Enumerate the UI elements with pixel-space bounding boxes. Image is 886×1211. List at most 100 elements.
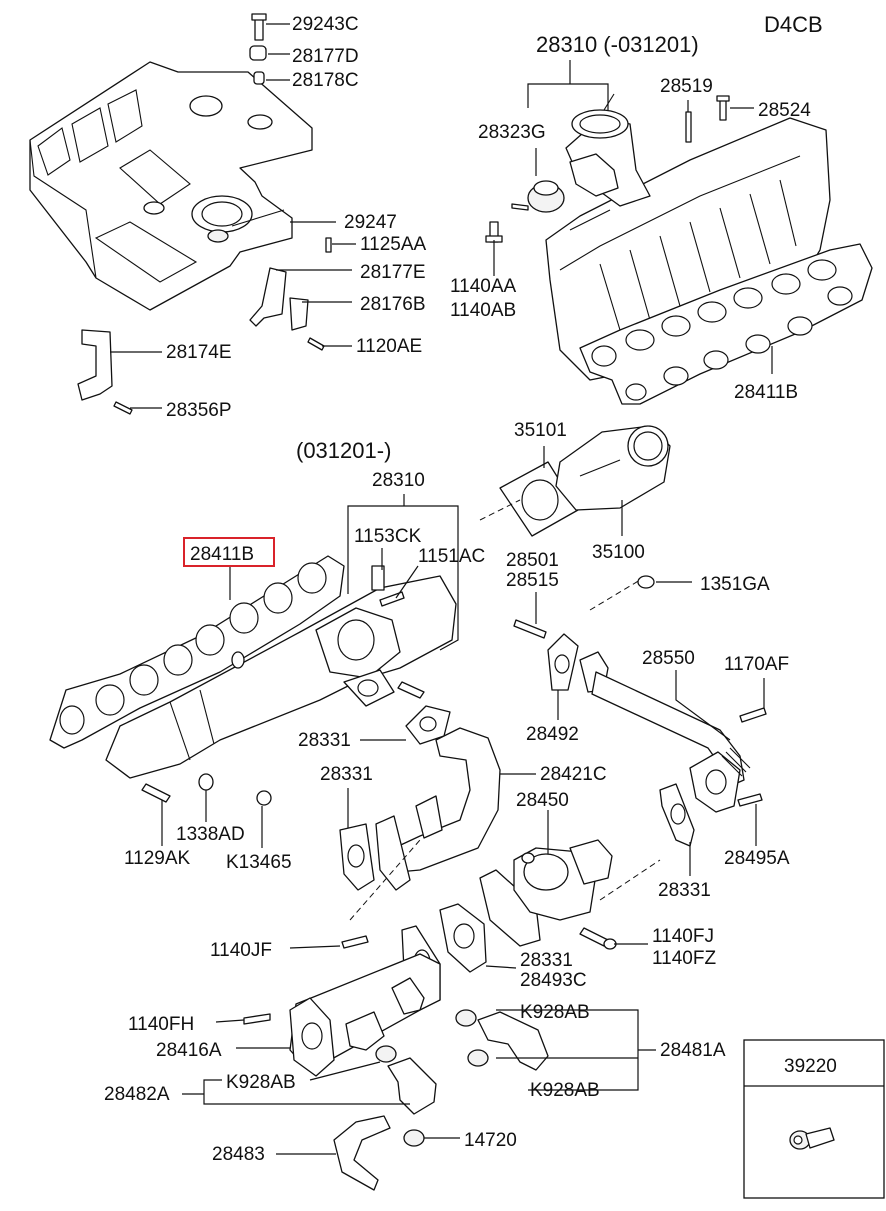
- label-28550: 28550: [642, 648, 695, 669]
- label-29247: 29247: [344, 212, 397, 233]
- hose-28482A: [387, 1057, 437, 1115]
- label-28176B: 28176B: [360, 294, 426, 315]
- label-28177D: 28177D: [292, 46, 359, 67]
- label-K13465: K13465: [226, 852, 292, 873]
- label-35101: 35101: [514, 420, 567, 441]
- label-031201: (031201-): [296, 438, 391, 463]
- label-28331-a: 28331: [298, 730, 351, 751]
- label-1140FZ: 1140FZ: [652, 948, 716, 969]
- bolt-1140FH: [243, 1013, 271, 1025]
- egr-valve-28450: [479, 839, 613, 947]
- bolt-1129AK: [141, 783, 171, 803]
- bolt-29243C: [251, 13, 267, 41]
- gasket-28331-d: [439, 903, 487, 973]
- label-28174E: 28174E: [166, 342, 232, 363]
- gasket-28331-b: [339, 823, 375, 891]
- label-K928AB-c: K928AB: [530, 1080, 600, 1101]
- valve-28323G: [511, 180, 565, 213]
- label-28331-d: 28331: [520, 950, 573, 971]
- bolt-28356P: [113, 401, 133, 415]
- bracket-28174E: [77, 329, 113, 401]
- label-1120AE: 1120AE: [356, 336, 422, 357]
- bolt-1125AA: [325, 237, 332, 253]
- runners: [599, 179, 797, 331]
- label-28492: 28492: [526, 724, 579, 745]
- label-28310-top: 28310 (-031201): [536, 32, 699, 57]
- bracket-28176B: [289, 297, 309, 331]
- label-28177E: 28177E: [360, 262, 426, 283]
- nut-1338AD: [198, 773, 214, 791]
- label-1338AD: 1338AD: [176, 824, 245, 845]
- bolt-28495A: [737, 793, 763, 807]
- label-K928AB-b: K928AB: [226, 1072, 296, 1093]
- bolt-28524: [716, 95, 730, 121]
- label-28416A: 28416A: [156, 1040, 222, 1061]
- label-1140FH: 1140FH: [128, 1014, 194, 1035]
- label-28524: 28524: [758, 100, 811, 121]
- clamp-K928AB-b: [375, 1045, 397, 1063]
- gasket-28331-a: [405, 705, 451, 745]
- label-1153CK: 1153CK: [354, 526, 422, 547]
- bolt-1140AA: [485, 221, 503, 243]
- intake-manifold-lower: [105, 565, 457, 779]
- label-28411B-highlighted: 28411B: [190, 544, 254, 565]
- label-28495A: 28495A: [724, 848, 790, 869]
- label-1140JF: 1140JF: [210, 940, 272, 961]
- label-28519: 28519: [660, 76, 713, 97]
- clamp-K928AB-a: [455, 1009, 477, 1027]
- pin-28519: [685, 111, 692, 143]
- clamp-14720: [403, 1129, 425, 1147]
- label-28482A: 28482A: [104, 1084, 170, 1105]
- sensor-39220: [789, 1127, 835, 1150]
- bushing-28178C: [253, 71, 265, 85]
- label-29243C: 29243C: [292, 14, 359, 35]
- label-28178C: 28178C: [292, 70, 359, 91]
- label-28493C: 28493C: [520, 970, 587, 991]
- hose-28481A: [477, 1011, 549, 1071]
- engine-cover: [29, 61, 313, 311]
- gasket-28331-c: [659, 783, 695, 847]
- engine-code: D4CB: [764, 12, 823, 37]
- label-1140AB: 1140AB: [450, 300, 516, 321]
- label-28331-b: 28331: [320, 764, 373, 785]
- label-39220: 39220: [784, 1056, 837, 1077]
- gasket-28411B-upper: [579, 243, 873, 405]
- inset-box-39220: 39220: [743, 1039, 885, 1199]
- label-1140FJ: 1140FJ: [652, 926, 714, 947]
- label-K928AB-a: K928AB: [520, 1002, 590, 1023]
- label-28356P: 28356P: [166, 400, 232, 421]
- highlight-box: [183, 537, 275, 567]
- egr-cooler-28416A: [289, 953, 441, 1077]
- label-28411B-top: 28411B: [734, 382, 798, 403]
- nut-K13465: [256, 790, 272, 806]
- hose-28483: [333, 1115, 391, 1191]
- egr-pipe-28421C: [375, 727, 501, 891]
- label-1129AK: 1129AK: [124, 848, 191, 869]
- label-28481A: 28481A: [660, 1040, 726, 1061]
- egr-pipe-28550: [579, 651, 751, 813]
- label-28421C: 28421C: [540, 764, 607, 785]
- label-1170AF: 1170AF: [724, 654, 789, 675]
- label-1125AA: 1125AA: [360, 234, 427, 255]
- throttle-35100: [555, 425, 671, 511]
- bracket-28177E: [249, 267, 287, 327]
- bolt-1170AF: [739, 707, 767, 723]
- nut-1351GA: [637, 575, 655, 589]
- grommet-28177D: [249, 45, 267, 61]
- label-28323G: 28323G: [478, 122, 546, 143]
- label-28450: 28450: [516, 790, 569, 811]
- bolt-1140FJ: [579, 927, 617, 950]
- label-28331-c: 28331: [658, 880, 711, 901]
- gasket-28492: [547, 633, 579, 691]
- bolt-1120AE: [307, 337, 325, 351]
- gasket-28411B-lower: [49, 555, 345, 749]
- studs-28501: [513, 619, 547, 639]
- clamp-K928AB-c: [467, 1049, 489, 1067]
- label-14720: 14720: [464, 1130, 517, 1151]
- label-1151AC: 1151AC: [418, 546, 485, 567]
- label-28483: 28483: [212, 1144, 265, 1165]
- bolt-1140JF: [341, 935, 369, 949]
- label-28310-mid: 28310: [372, 470, 425, 491]
- label-1140AA: 1140AA: [450, 276, 517, 297]
